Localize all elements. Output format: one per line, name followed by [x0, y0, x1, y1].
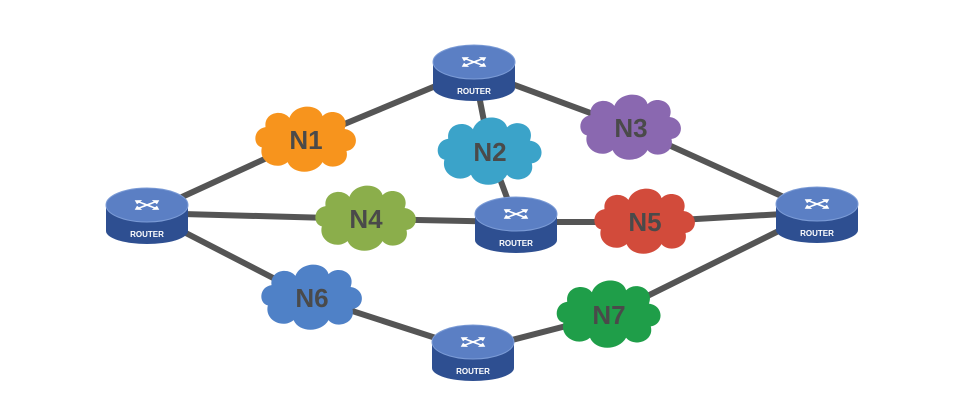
network-label: N7	[592, 300, 625, 330]
network-label: N3	[614, 113, 647, 143]
network-n1: N1	[255, 106, 356, 172]
router-r-center: ROUTER	[474, 196, 558, 253]
router-icon	[474, 196, 558, 253]
network-label: N2	[473, 137, 506, 167]
network-label: N4	[349, 204, 383, 234]
network-n6: N6	[261, 264, 362, 330]
network-n4: N4	[315, 185, 416, 251]
router-label: ROUTER	[456, 367, 490, 376]
network-label: N1	[289, 125, 322, 155]
network-n2: N2	[437, 117, 542, 185]
router-label: ROUTER	[800, 229, 834, 238]
network-label: N6	[295, 283, 328, 313]
router-icon	[775, 186, 859, 243]
network-label: N5	[628, 207, 661, 237]
router-r-bottom: ROUTER	[431, 324, 515, 381]
router-icon	[432, 44, 516, 101]
router-icon	[105, 187, 189, 244]
network-n5: N5	[594, 188, 695, 254]
router-label: ROUTER	[499, 239, 533, 248]
router-r-left: ROUTER	[105, 187, 189, 244]
router-r-right: ROUTER	[775, 186, 859, 243]
router-label: ROUTER	[130, 230, 164, 239]
network-n7: N7	[556, 280, 661, 348]
router-r-top: ROUTER	[432, 44, 516, 101]
network-n3: N3	[580, 94, 681, 160]
router-label: ROUTER	[457, 87, 491, 96]
router-icon	[431, 324, 515, 381]
